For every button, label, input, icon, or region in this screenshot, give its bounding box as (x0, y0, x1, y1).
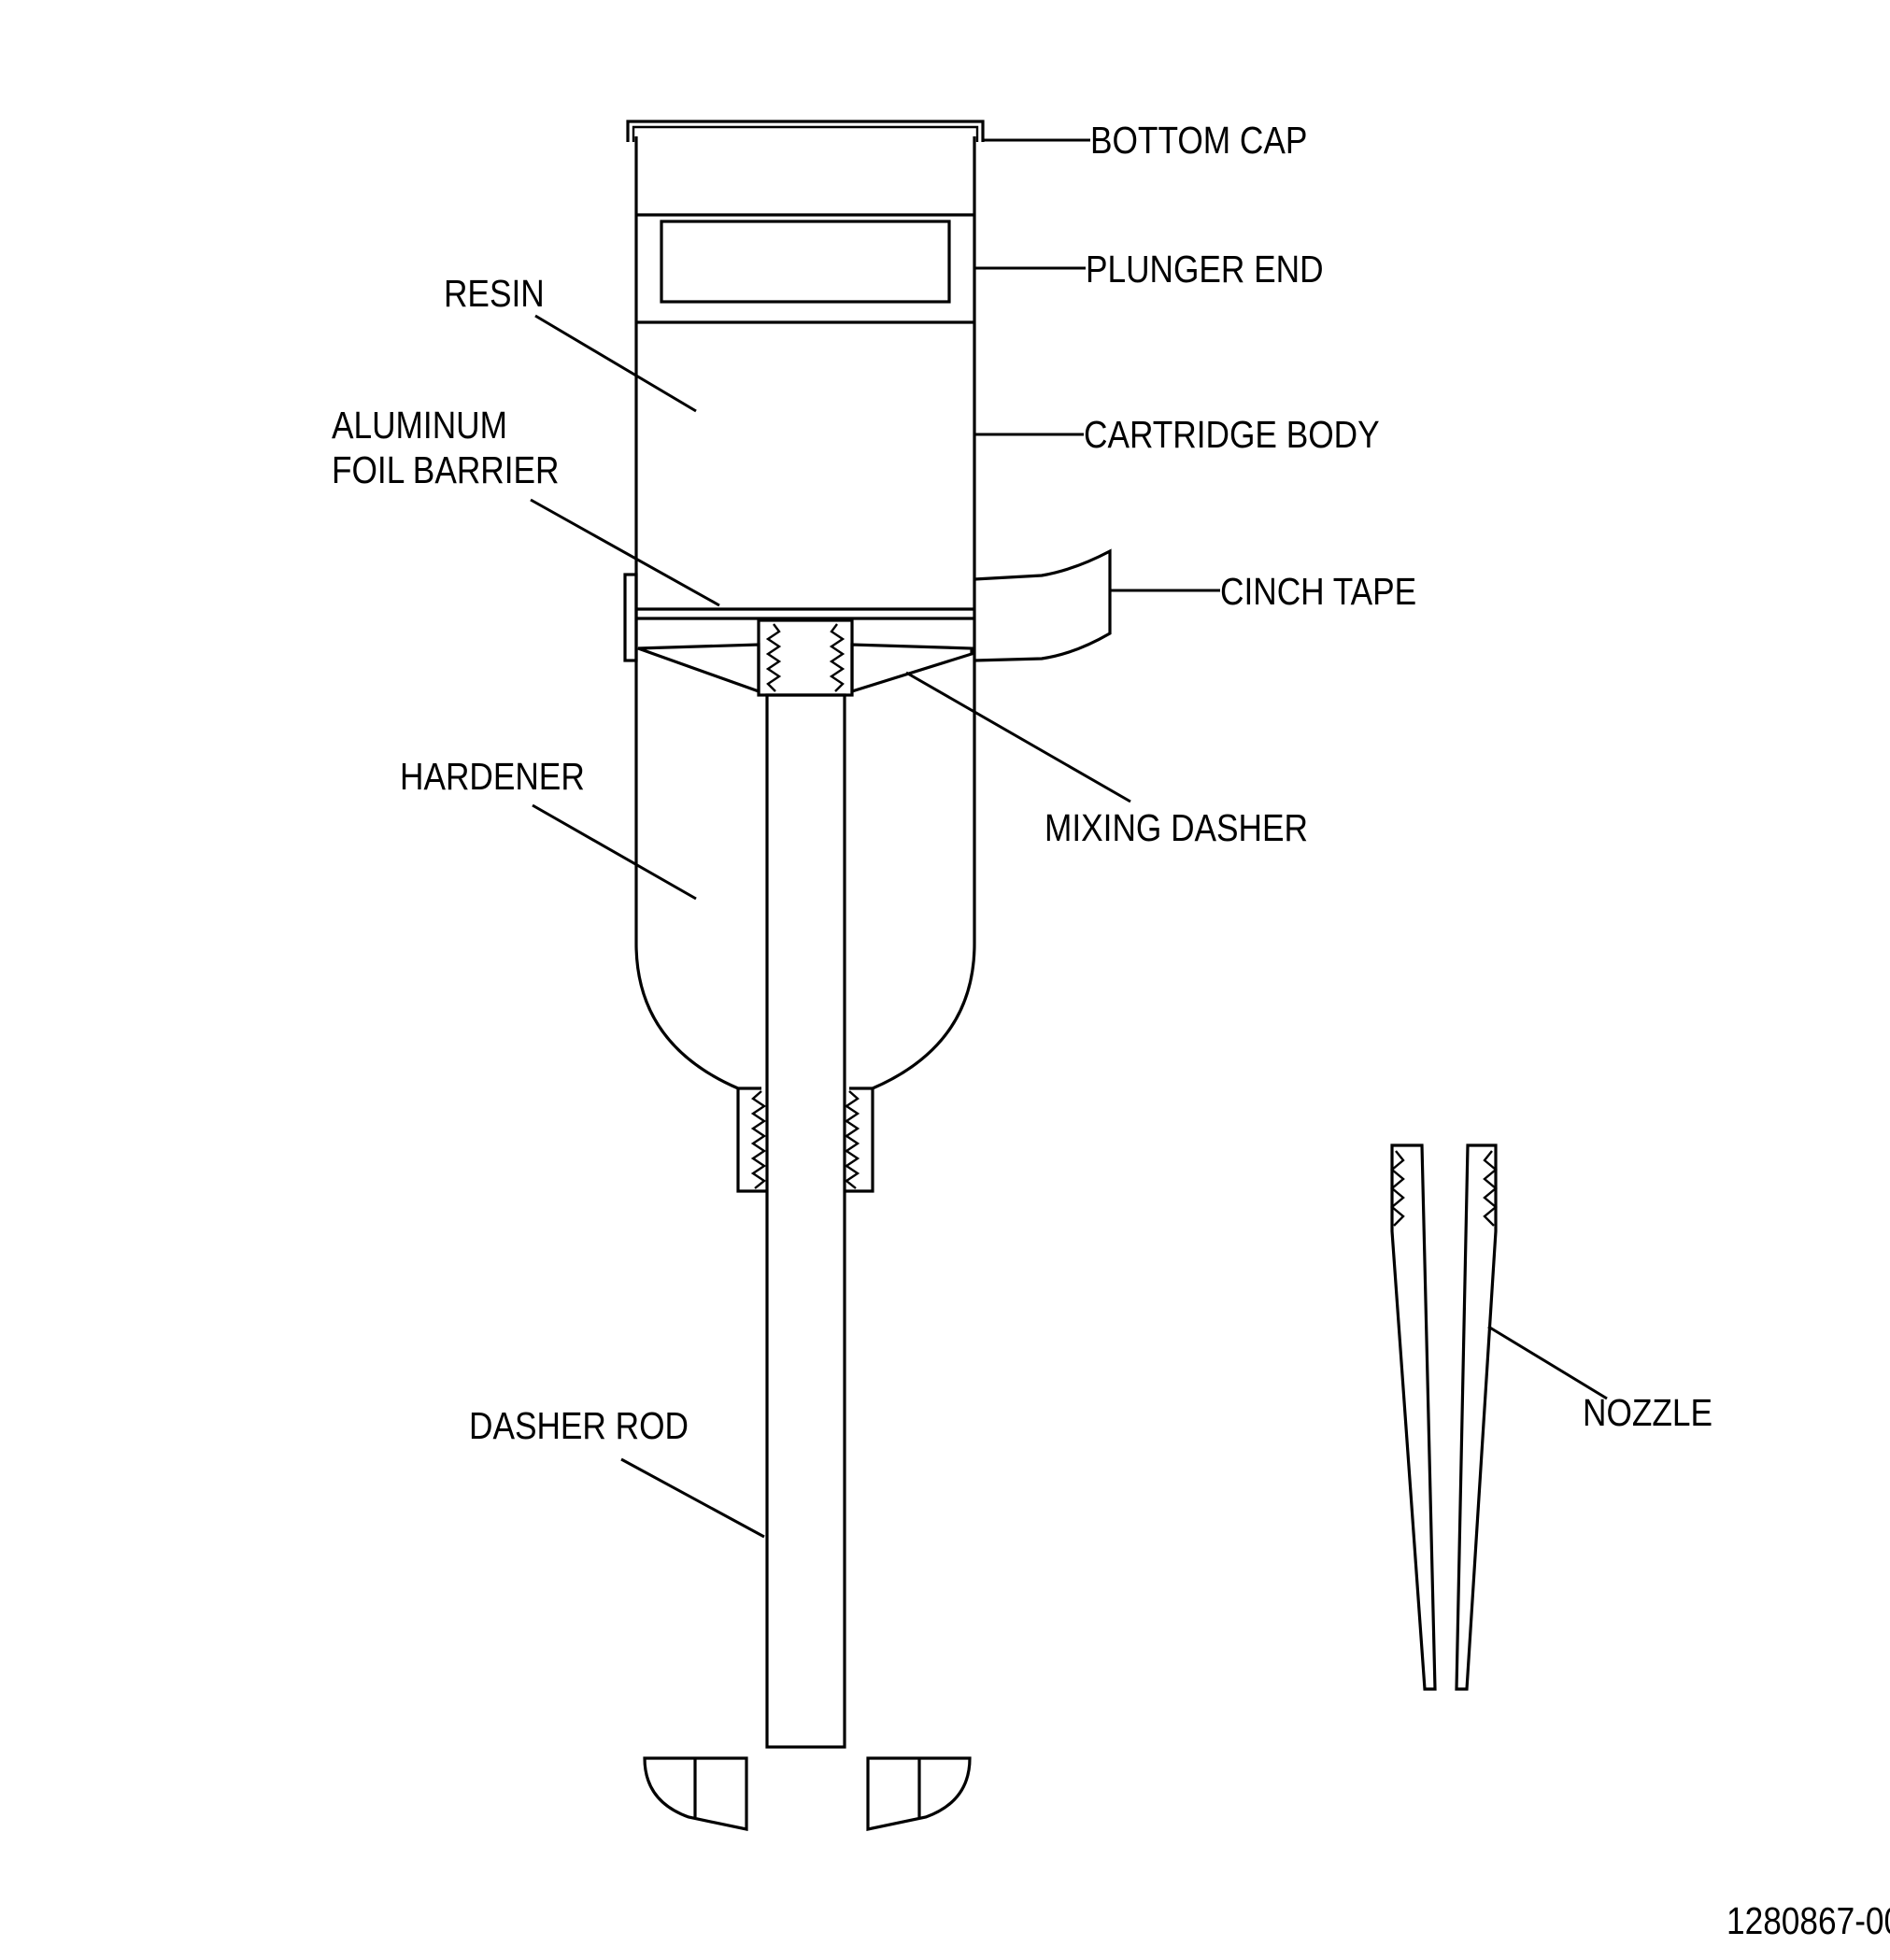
label-cinch-tape: CINCH TAPE (1220, 571, 1416, 614)
label-aluminum: ALUMINUM (332, 405, 507, 447)
label-nozzle: NOZZLE (1583, 1392, 1712, 1435)
dasher-rod-shape (765, 693, 846, 1749)
leader-lines (530, 138, 1608, 1539)
cinch-tape-shape (973, 548, 1112, 662)
mixing-dasher-shape (637, 618, 973, 697)
plunger-end-shape (636, 220, 974, 324)
label-bottom-cap: BOTTOM CAP (1090, 120, 1307, 163)
label-foil-barrier: FOIL BARRIER (332, 449, 559, 492)
label-resin: RESIN (444, 273, 545, 316)
label-cartridge-body: CARTRIDGE BODY (1084, 414, 1380, 457)
bottom-cap-shape (626, 120, 985, 142)
nozzle-shape (1390, 1143, 1498, 1691)
label-dasher-rod: DASHER ROD (469, 1405, 689, 1448)
label-mixing-dasher: MIXING DASHER (1044, 807, 1308, 850)
dasher-blades-shape (643, 1756, 972, 1831)
cartridge-body-shape (634, 136, 976, 1090)
cartridge-neck-shape (736, 1088, 874, 1193)
label-hardener: HARDENER (400, 756, 585, 799)
figure-number: 1280867-00 (1727, 1900, 1890, 1943)
label-plunger-end: PLUNGER END (1086, 249, 1324, 291)
foil-barrier-shape (623, 573, 974, 662)
